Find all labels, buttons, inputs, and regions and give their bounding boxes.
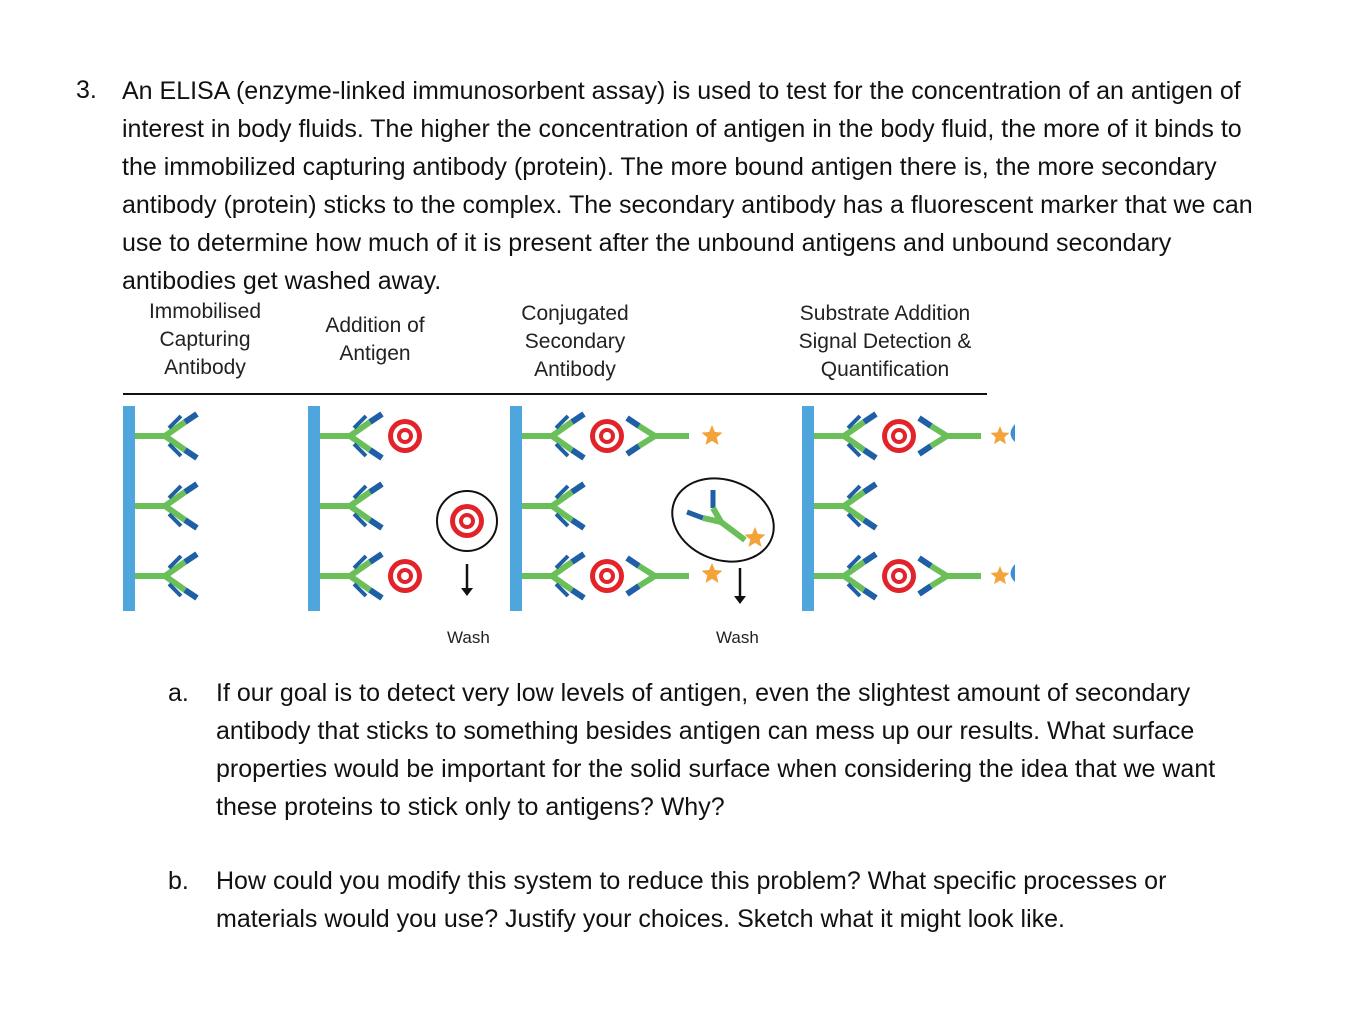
capture-antibody (522, 551, 586, 601)
secondary-antibody (625, 555, 689, 597)
capture-antibody (320, 481, 384, 531)
solid-surface-3 (510, 406, 522, 611)
capture-antibody (320, 551, 384, 601)
capture-antibody (814, 411, 878, 461)
signal-drop-icon (1010, 424, 1015, 442)
capture-antibody (320, 411, 384, 461)
fluorescent-star-icon (701, 563, 723, 583)
capture-antibody (135, 551, 199, 601)
solid-surface-2 (308, 406, 320, 611)
capture-antibody (522, 411, 586, 461)
solid-surface-4 (802, 406, 814, 611)
part-a-letter: a. (168, 679, 189, 707)
unbound-antigen (450, 504, 484, 538)
part-b-letter: b. (168, 867, 189, 895)
part-a-text: If our goal is to detect very low levels… (216, 679, 1216, 821)
capture-antibody (814, 481, 878, 531)
bound-antigen (388, 559, 422, 593)
question-text: An ELISA (enzyme-linked immunosorbent as… (122, 77, 1253, 295)
fluorescent-star-icon (990, 426, 1010, 445)
capture-antibody (522, 481, 586, 531)
wash-arrow-icon (734, 568, 746, 604)
step-label-detection: Substrate Addition Signal Detection & Qu… (798, 302, 972, 381)
wash-arrow-icon (461, 564, 473, 596)
elisa-figure: Immobilised Capturing Antibody Addition … (115, 296, 1015, 656)
wash-label-1: Wash (447, 628, 490, 647)
secondary-antibody (625, 415, 689, 457)
capture-antibody (135, 481, 199, 531)
capture-antibody (135, 411, 199, 461)
bound-antigen (882, 419, 916, 453)
signal-drop-icon (1010, 564, 1015, 582)
bound-antigen (882, 559, 916, 593)
solid-surface-1 (123, 406, 135, 611)
fluorescent-star-icon (990, 566, 1010, 585)
fluorescent-star-icon (701, 425, 723, 445)
step-label-antigen: Addition of Antigen (325, 314, 425, 365)
wash-label-2: Wash (716, 628, 759, 647)
part-b-text: How could you modify this system to redu… (216, 867, 1167, 933)
question-number: 3. (76, 76, 97, 104)
step-label-immobilised: Immobilised Capturing Antibody (148, 300, 262, 379)
fluorescent-star-icon (744, 527, 766, 547)
capture-antibody (814, 551, 878, 601)
elisa-diagram (123, 393, 1015, 611)
unbound-secondary-antibody (686, 490, 747, 543)
secondary-antibody (917, 555, 981, 597)
bound-antigen (590, 419, 624, 453)
step-label-secondary: Conjugated Secondary Antibody (521, 302, 629, 381)
secondary-antibody (917, 415, 981, 457)
bound-antigen (388, 419, 422, 453)
bound-antigen (590, 559, 624, 593)
